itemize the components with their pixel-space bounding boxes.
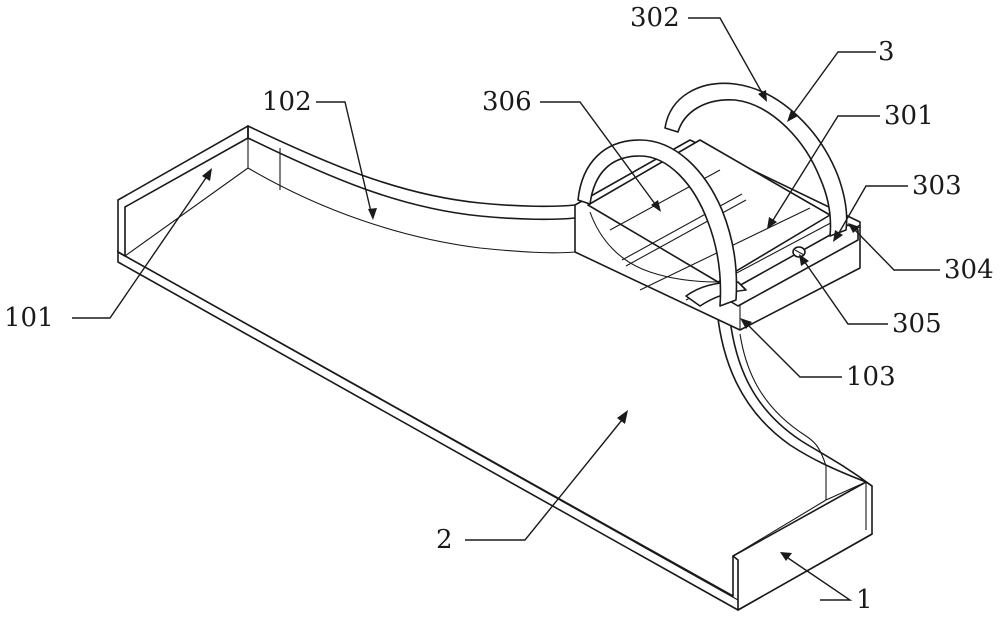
callouts: 1 2 3 101 102 103 301 302 303 [4, 3, 994, 615]
label-101: 101 [4, 303, 54, 333]
label-304: 304 [944, 255, 994, 285]
label-305: 305 [892, 309, 942, 339]
curved-side-wall [247, 125, 576, 254]
label-303: 303 [912, 171, 962, 201]
curved-front-wall [716, 309, 873, 487]
label-306: 306 [482, 87, 532, 117]
label-1: 1 [856, 585, 873, 615]
label-3: 3 [878, 37, 895, 67]
label-302: 302 [630, 3, 680, 33]
label-102: 102 [262, 87, 312, 117]
base-tray [117, 125, 873, 611]
label-2: 2 [436, 525, 453, 555]
head-rest-block [574, 82, 861, 331]
label-103: 103 [846, 362, 896, 392]
label-301: 301 [884, 101, 934, 131]
